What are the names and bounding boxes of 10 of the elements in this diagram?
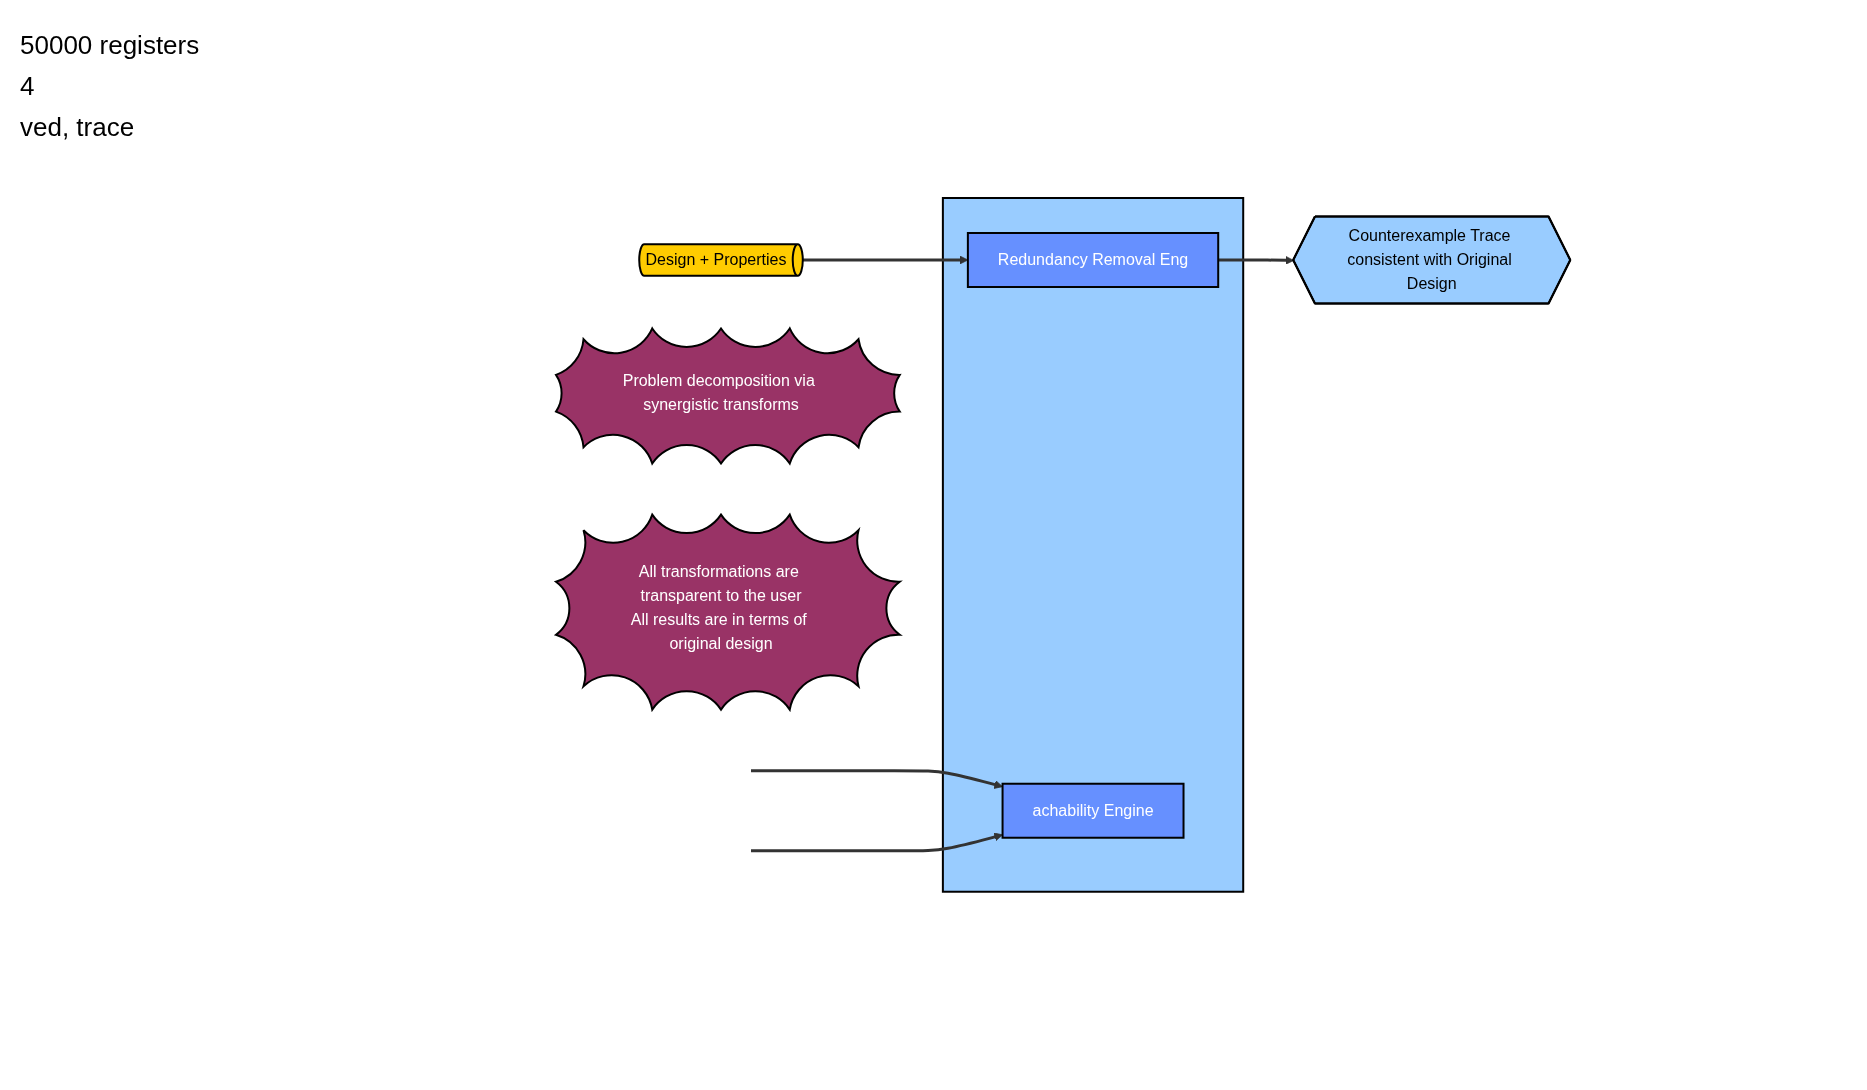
node-box: achability Engine: [1001, 782, 1185, 839]
note-text: ved, trace: [20, 112, 136, 143]
node-box: Redundancy Removal Eng: [967, 232, 1220, 289]
note-text: 50000 registers: [20, 30, 201, 61]
arrow: [1218, 256, 1295, 265]
note-text: 4: [20, 71, 36, 102]
arrow: [803, 255, 969, 265]
cluster: [942, 197, 1245, 893]
node-text: Design + Properties: [645, 251, 787, 269]
arrow: [751, 832, 1004, 853]
